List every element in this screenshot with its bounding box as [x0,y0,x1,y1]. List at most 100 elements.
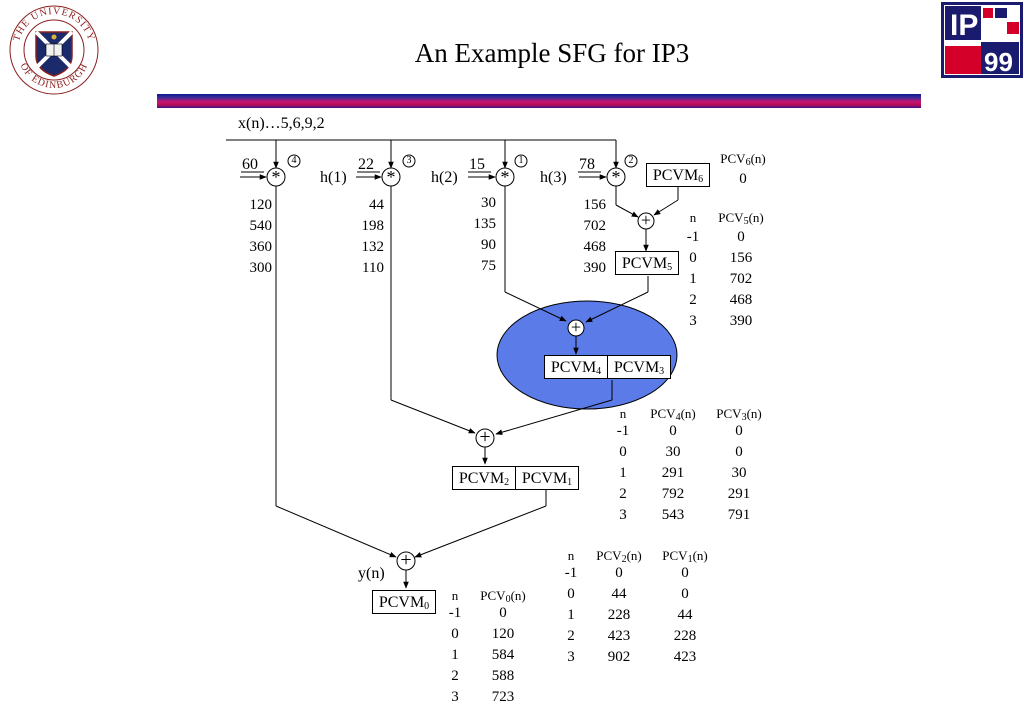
ip99-text-99: 99 [984,47,1013,77]
product-value: 135 [473,216,497,232]
product-value: 702 [583,218,607,234]
table-cell: 588 [491,668,515,684]
coef-15: 15 [469,156,485,173]
table-cell: 0 [681,586,689,602]
table-cell: -1 [616,423,630,439]
pcvm0-sub: 0 [424,601,430,612]
ip99-logo: IP 99 [941,2,1023,78]
header-base: PCV [650,406,676,421]
pcvm1-sub: 1 [567,477,573,488]
table-cell: 543 [661,507,685,523]
product-value: 30 [481,195,496,211]
table-cell: -1 [564,565,578,581]
product-value: 120 [249,197,273,213]
table-cell: 156 [729,250,753,266]
table-cell: 120 [491,626,515,642]
product-value: 90 [481,237,496,253]
table-cell: 792 [661,486,685,502]
header-base: PCV [480,588,506,603]
header-tail: (n) [692,548,708,563]
table-cell: 423 [673,649,697,665]
table-header: n [619,406,627,421]
table-cell: 0 [737,229,745,245]
table-cell: 702 [729,271,753,287]
table-header: PCV5(n) [708,207,774,228]
h3-label: h(3) [540,169,567,186]
table-cell: 0 [681,565,689,581]
slide-title: An Example SFG for IP3 [414,38,690,68]
table-cell: 2 [689,292,697,308]
table-cell: 791 [727,507,751,523]
table-cell: 44 [611,586,627,602]
product-value: 132 [361,239,385,255]
pcvm5-sub: 5 [667,262,673,273]
header-base: PCV [662,548,688,563]
table-header: PCV0(n) [470,585,536,606]
pcv6-head-tail: (n) [750,151,766,166]
table-cell: 3 [451,689,459,705]
order-4: 4 [291,155,297,166]
table-cell: 0 [735,444,743,460]
pcv6-value: 0 [739,171,747,187]
table-cell: 1 [567,607,575,623]
product-value: 75 [481,258,496,274]
table-cell: 1 [619,465,627,481]
table-cell: 30 [731,465,747,481]
table-header: n [567,548,575,563]
header-sub: 1 [687,554,693,565]
order-3: 3 [406,155,412,166]
header-base: PCV [596,548,622,563]
h1-label: h(1) [320,169,347,186]
pcvm1-box: PCVM1 [515,466,579,490]
table-cell: 1 [451,647,459,663]
header-tail: (n) [626,548,642,563]
table-cell: 3 [567,649,575,665]
table-cell: 584 [491,647,515,663]
header-tail: (n) [680,406,696,421]
add-symbol-0: + [400,549,412,571]
header-sub: 4 [675,412,681,423]
pcvm3-sub: 3 [659,366,665,377]
table-cell: 30 [665,444,681,460]
table-cell: -1 [448,605,462,621]
university-crest-icon: THE UNIVERSITY OF EDINBURGH [9,5,99,95]
table-cell: 291 [661,465,685,481]
product-value: 198 [361,218,385,234]
ip99-text-ip: IP [950,9,978,42]
header-tail: (n) [510,588,526,603]
order-2: 2 [628,155,634,166]
pcvm3-box: PCVM3 [607,355,671,379]
pcvm1-base: PCVM [521,470,568,487]
product-value: 300 [249,260,273,276]
header-sub: 3 [741,412,747,423]
table-cell: 2 [619,486,627,502]
header-tail: (n) [748,210,764,225]
table-cell: 0 [499,605,507,621]
input-label: x(n)…5,6,9,2 [238,115,325,132]
header-sub: 0 [505,594,511,605]
table-cell: -1 [686,229,700,245]
h2-label: h(2) [431,169,458,186]
table-header: PCV1(n) [652,545,718,566]
table-cell: 3 [689,313,697,329]
table-cell: 0 [615,565,623,581]
table-cell: 390 [729,313,753,329]
add-symbol-4: + [570,317,582,337]
product-value: 540 [249,218,273,234]
university-crest-logo: THE UNIVERSITY OF EDINBURGH [6,2,102,98]
product-value: 110 [362,260,384,276]
table-cell: 2 [567,628,575,644]
coef-60: 60 [242,156,258,173]
table-cell: 468 [729,292,753,308]
table-cell: 44 [677,607,693,623]
table-cell: 291 [727,486,751,502]
pcvm2-sub: 2 [504,477,510,488]
table-cell: 423 [607,628,631,644]
mult-symbol-4: * [271,167,281,187]
product-value: 468 [583,239,607,255]
pcvm2-base: PCVM [458,470,505,487]
table-cell: 723 [491,689,515,705]
table-cell: 228 [607,607,631,623]
header-sub: 2 [621,554,627,565]
table-cell: 902 [607,649,631,665]
